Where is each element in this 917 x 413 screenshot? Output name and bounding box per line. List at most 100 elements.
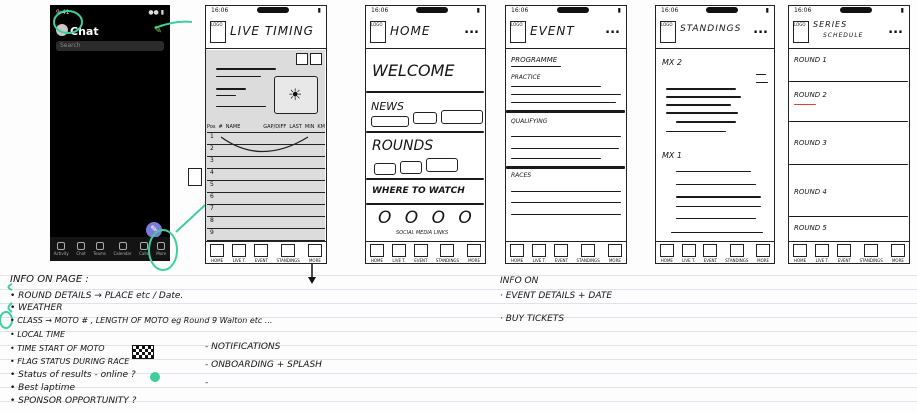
tab-standings[interactable]: STANDINGS [725,244,748,263]
note-item: • Best laptime [10,383,76,393]
table-row[interactable]: 8 [207,217,325,229]
timer-icon [681,244,696,257]
round-3-label[interactable]: ROUND 3 [794,139,827,147]
tab-calls[interactable]: Calls [139,242,149,256]
tab-home[interactable]: HOME [510,244,525,263]
table-row[interactable]: 6 [207,193,325,205]
more-menu-icon[interactable]: ... [464,22,479,37]
races-heading: RACES [511,172,532,179]
table-row[interactable]: 1 [207,133,325,145]
tab-activity[interactable]: Activity [54,242,69,256]
tab-event[interactable]: EVENT [413,244,428,263]
tab-bar: HOME LIVE T. EVENT STANDINGS MORE [506,241,626,263]
tab-event[interactable]: EVENT [554,244,569,263]
new-chat-button[interactable]: ✎ [146,222,162,238]
round-card[interactable] [426,158,458,172]
note-item: • ROUND DETAILS → PLACE etc / Date. [10,291,184,301]
table-row[interactable]: 3 [207,157,325,169]
tab-live-timing[interactable]: LIVE T. [681,244,696,263]
tab-more[interactable]: MORE [607,244,622,263]
tab-bar: HOME LIVE T. EVENT STANDINGS MORE [206,241,326,263]
chat-icon [77,242,85,250]
table-row[interactable]: 2 [207,145,325,157]
news-card[interactable] [371,116,409,127]
table-row[interactable]: 7 [207,205,325,217]
tab-home[interactable]: HOME [659,244,674,263]
toggle-box-2[interactable] [310,53,322,65]
flag-icon [554,244,569,257]
tab-more[interactable]: MORE [756,244,771,263]
round-5-label[interactable]: ROUND 5 [794,224,827,232]
round-1-label[interactable]: ROUND 1 [794,56,827,64]
tab-more[interactable]: More [156,242,166,256]
page-title: EVENT [530,24,575,38]
text-line [511,202,621,203]
more-menu-icon[interactable]: ... [888,22,903,37]
social-circles[interactable]: O O O O [378,208,476,228]
more-menu-icon[interactable]: ... [753,22,768,37]
more-icon [607,244,622,257]
tab-event[interactable]: EVENT [837,244,852,263]
tab-teams[interactable]: Teams [93,242,106,256]
tab-home[interactable]: HOME [210,244,225,263]
round-4-label[interactable]: ROUND 4 [794,188,827,196]
highlight-circle-avatar [53,10,83,34]
rider-line [666,131,726,132]
toggle-box-1[interactable] [296,53,308,65]
tab-home[interactable]: HOME [369,244,384,263]
home-icon [510,244,525,257]
tab-standings[interactable]: STANDINGS [576,244,600,263]
table-row[interactable]: 5 [207,181,325,193]
more-menu-icon[interactable]: ... [605,22,620,37]
round-card[interactable] [400,161,422,174]
news-heading: NEWS [371,100,405,113]
text-line [511,158,601,159]
notes-mid-heading: INFO ON [500,276,539,286]
text-line [511,86,601,87]
where-to-watch-heading[interactable]: WHERE TO WATCH [372,186,465,196]
tab-standings[interactable]: STANDINGS [276,244,300,263]
swap-arrow-sketch [220,136,309,153]
tab-calendar[interactable]: Calendar [114,242,132,256]
status-icons: ●● ▮ [148,9,164,16]
table-row[interactable]: 4 [207,169,325,181]
tab-live-timing[interactable]: LIVE T. [232,244,247,263]
tab-standings[interactable]: STANDINGS [436,244,459,263]
rider-line [676,218,756,219]
signal-icon: ▮ [765,7,769,14]
compose-icon[interactable]: ✎ [153,25,162,36]
rider-line [676,196,761,198]
tab-more[interactable]: MORE [307,244,322,263]
round-card[interactable] [374,163,396,175]
notch [416,7,449,13]
tab-event[interactable]: EVENT [703,244,718,263]
signal-icon: ▮ [900,7,904,14]
tab-more[interactable]: MORE [890,244,905,263]
more-icon [467,244,482,257]
notch [839,7,872,13]
tab-bar: HOME LIVE T. EVENT STANDINGS MORE [366,241,485,263]
search-input[interactable]: Search [56,41,164,51]
table-row[interactable]: 9 [207,229,325,241]
round-divider [789,164,908,165]
tab-live-timing[interactable]: LIVE T. [532,244,547,263]
text-line [216,106,266,107]
text-line [511,94,621,95]
tab-more[interactable]: MORE [467,244,482,263]
tab-home[interactable]: HOME [793,244,808,263]
round-2-label[interactable]: ROUND 2 [794,91,827,99]
home-icon [793,244,808,257]
news-card[interactable] [441,110,483,124]
signal-icon: ▮ [617,7,621,14]
trophy-icon [440,244,455,257]
tab-live-timing[interactable]: LIVE T. [391,244,406,263]
side-note: - NOTIFICATIONS [205,342,281,352]
news-card[interactable] [413,112,437,124]
round-2-underline [794,104,816,105]
tab-event[interactable]: EVENT [254,244,269,263]
note-item: • TIME START OF MOTO [10,344,105,353]
tab-chat[interactable]: Chat [76,242,86,256]
tab-live-timing[interactable]: LIVE T. [815,244,830,263]
checkered-flag-icon [132,345,154,359]
tab-standings[interactable]: STANDINGS [859,244,883,263]
